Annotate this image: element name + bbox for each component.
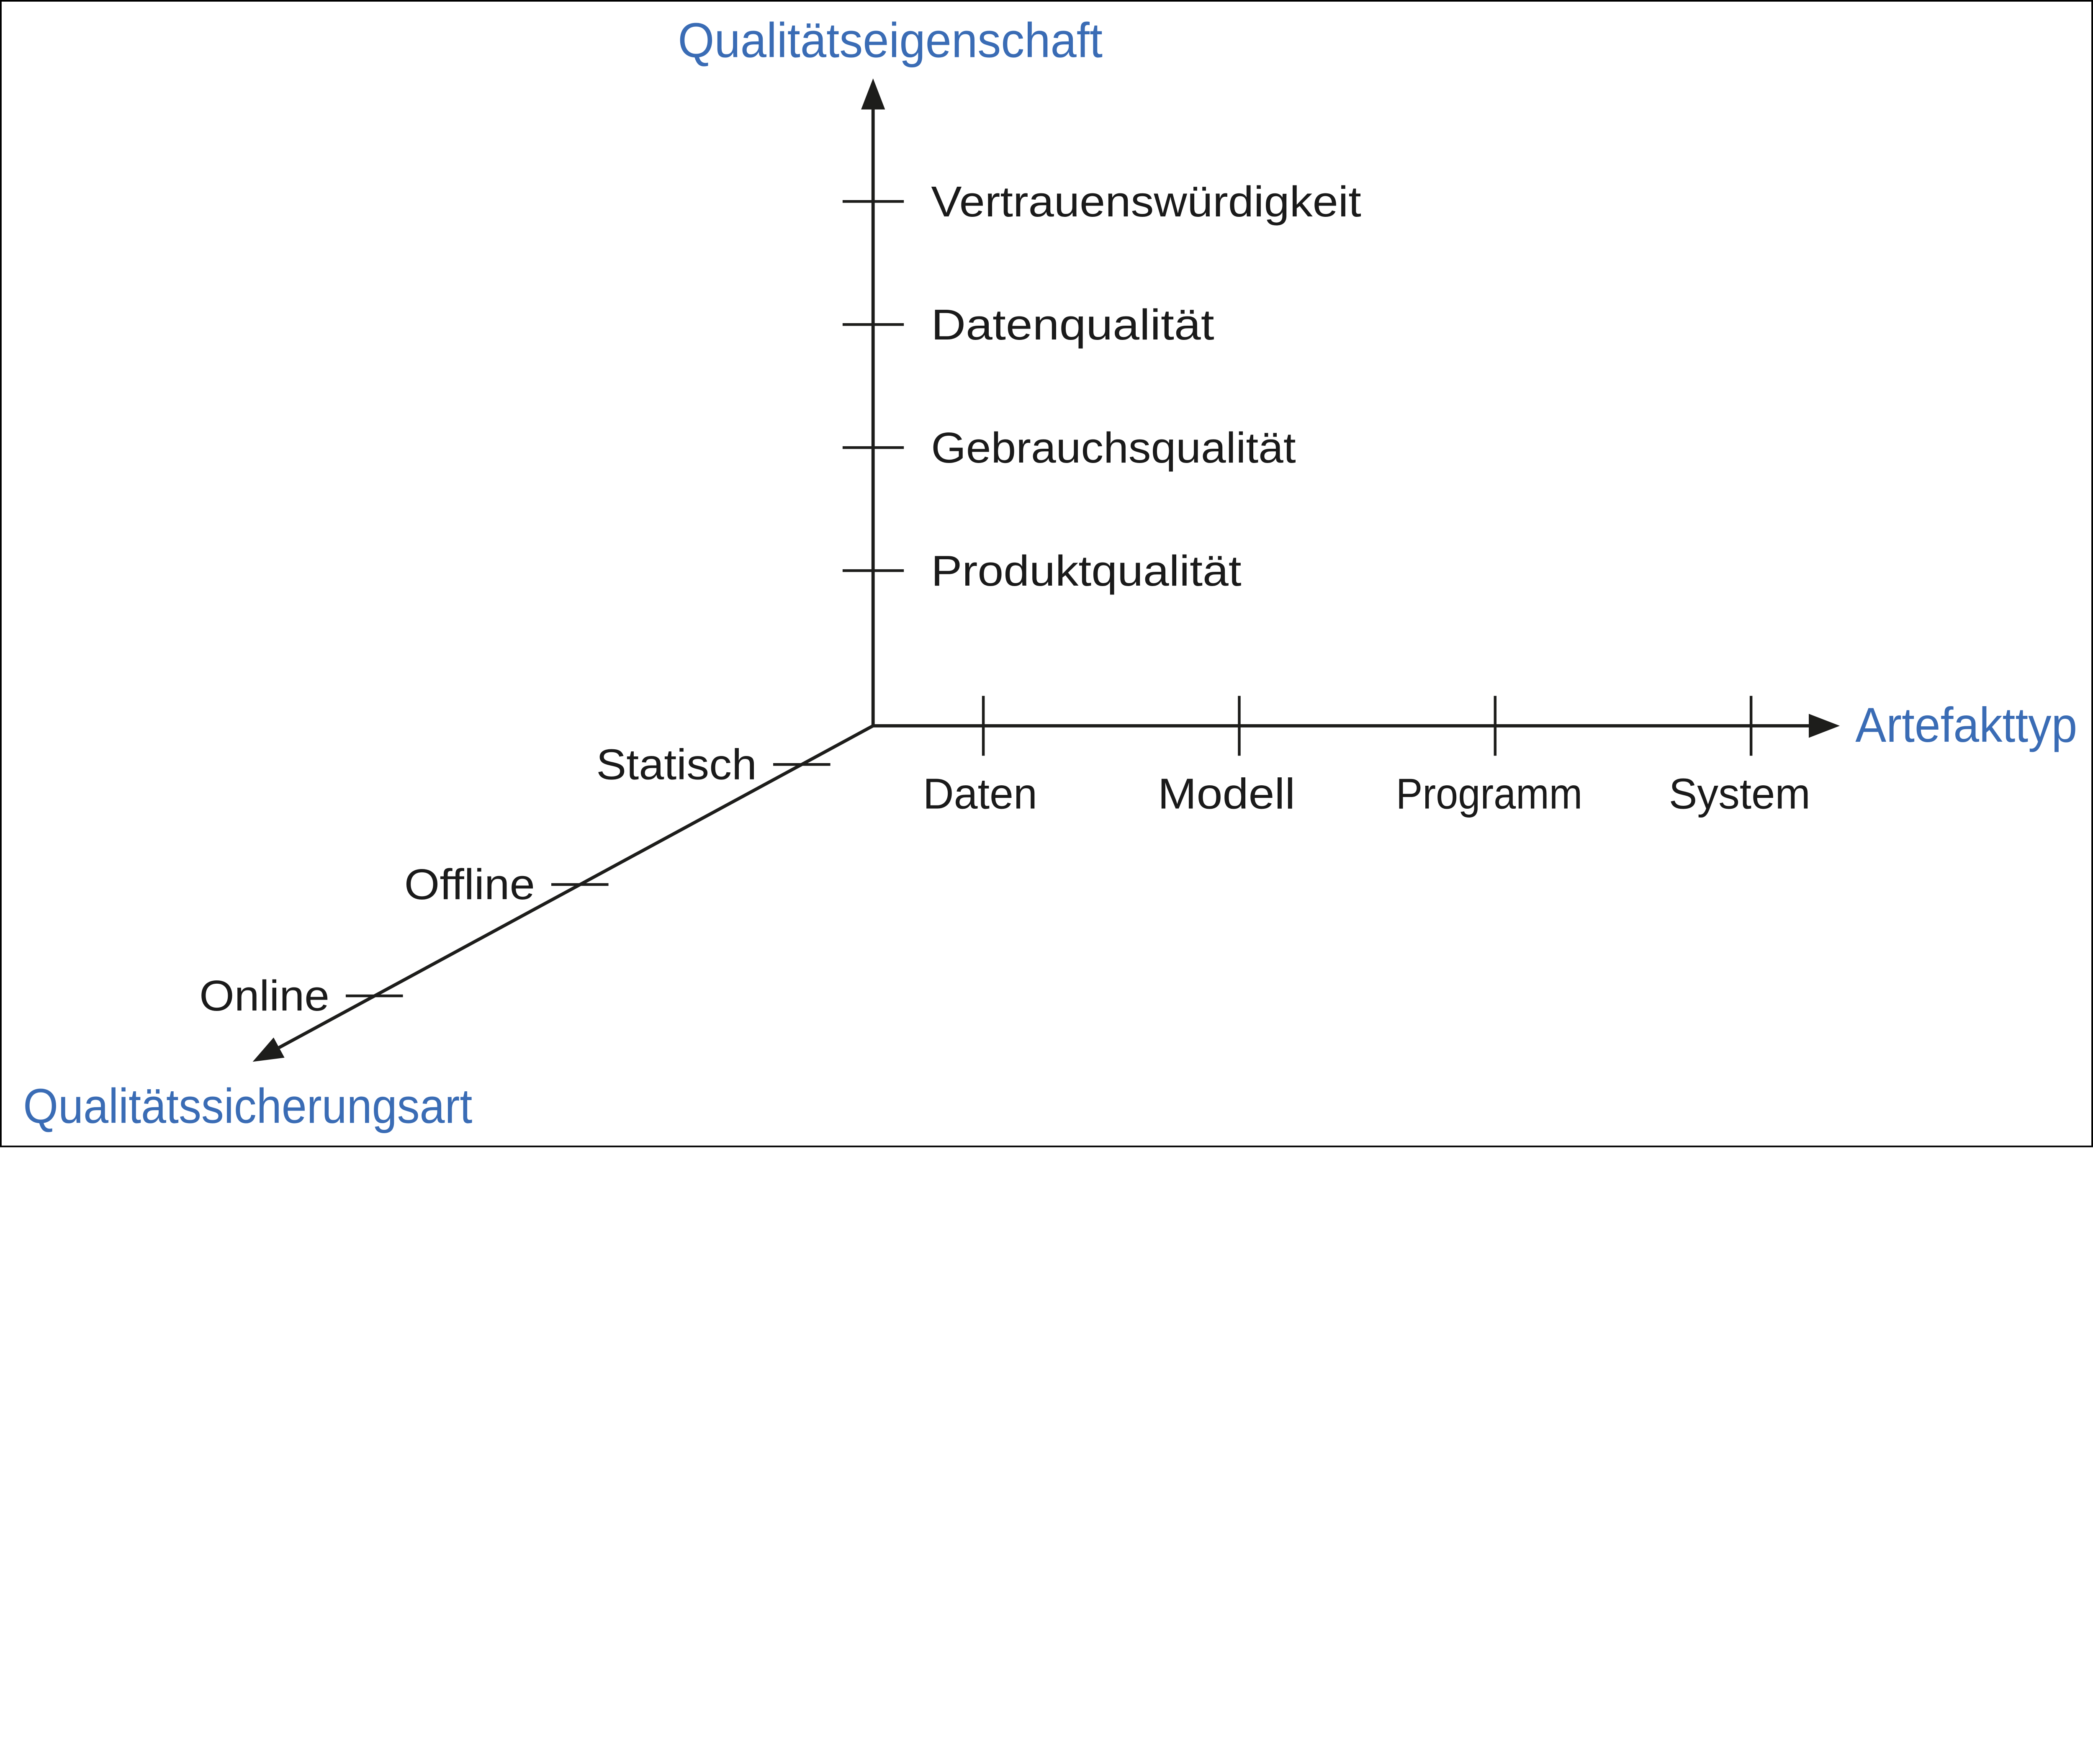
x-tick-label-programm: Programm — [1396, 770, 1582, 818]
x-axis-title: Artefakttyp — [1855, 697, 2077, 752]
z-tick-label-online: Online — [199, 972, 329, 1020]
x-tick-label-daten: Daten — [923, 770, 1037, 818]
x-axis: Daten Modell Programm System Artefakttyp — [873, 696, 2077, 818]
z-axis-arrow-icon — [252, 1037, 285, 1062]
y-tick-label-gebrauchsqualitaet: Gebrauchsqualität — [931, 424, 1296, 472]
x-tick-label-system: System — [1669, 770, 1810, 818]
x-tick-label-modell: Modell — [1158, 770, 1295, 818]
y-tick-label-vertrauenswuerdigkeit: Vertrauenswürdigkeit — [931, 177, 1361, 226]
y-tick-label-produktqualitaet: Produktqualität — [931, 547, 1241, 595]
z-axis-title: Qualitätssicherungsart — [23, 1079, 472, 1134]
y-axis-title: Qualitätseigenschaft — [678, 13, 1103, 68]
y-axis-arrow-icon — [861, 78, 885, 110]
three-axis-diagram: Vertrauenswürdigkeit Datenqualität Gebra… — [0, 0, 2093, 1147]
z-tick-label-statisch: Statisch — [596, 740, 757, 788]
y-tick-label-datenqualitaet: Datenqualität — [931, 301, 1214, 349]
y-axis: Vertrauenswürdigkeit Datenqualität Gebra… — [678, 13, 1361, 726]
diagram-border — [0, 0, 2093, 1147]
z-axis: Statisch Offline Online Qualitätssicheru… — [23, 724, 874, 1134]
z-tick-label-offline: Offline — [404, 860, 535, 908]
z-axis-line — [278, 724, 874, 1049]
x-axis-arrow-icon — [1809, 714, 1840, 738]
